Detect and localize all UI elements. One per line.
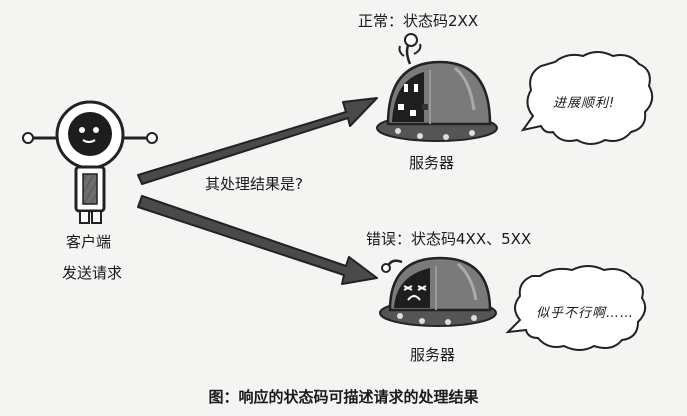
speech-bubble-success [520,51,654,145]
speech-bubble-error [505,265,647,351]
error-status-label: 错误：状态码4XX、5XX [366,230,532,248]
server-label-error: 服务器 [410,346,456,364]
error-bubble-text: 似乎不行啊…… [536,306,635,321]
arrow-to-error [137,195,378,285]
server-sad-icon [379,256,497,327]
server-happy-icon [376,33,498,142]
client-label: 客户端 [66,233,112,251]
figure-caption: 图：响应的状态码可描述请求的处理结果 [208,388,479,406]
server-label-success: 服务器 [409,154,455,172]
client-action-label: 发送请求 [62,264,123,282]
success-status-label: 正常：状态码2XX [358,12,479,30]
arrow-to-success [137,97,378,185]
client-robot-icon [22,100,158,224]
success-bubble-text: 进展顺利! [553,96,616,111]
question-label: 其处理结果是? [205,175,303,193]
